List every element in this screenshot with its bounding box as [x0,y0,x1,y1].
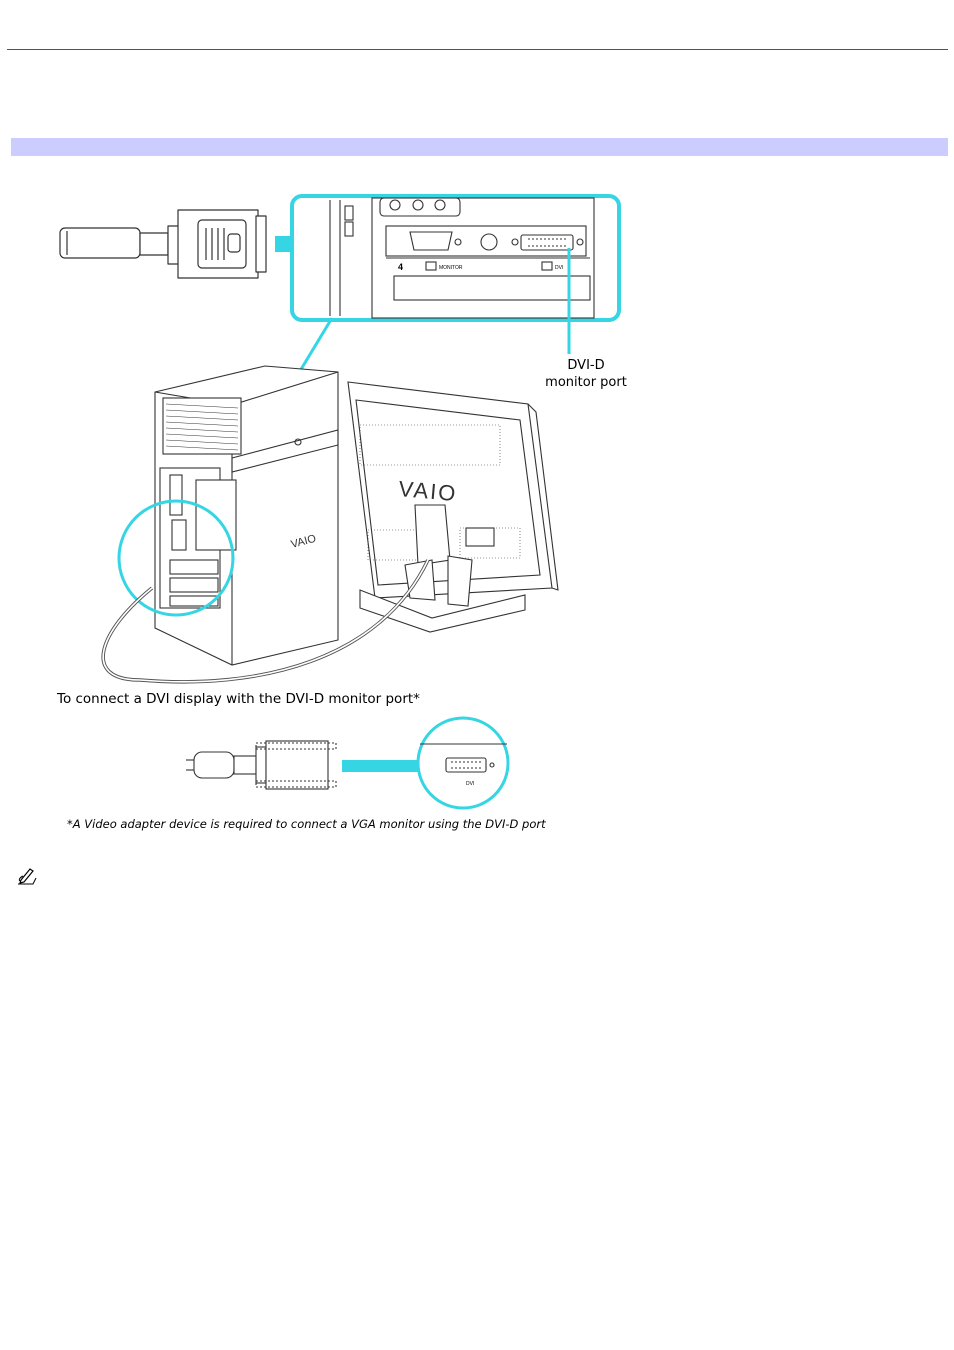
figure-footnote: *A Video adapter device is required to c… [67,816,546,833]
figure-caption: To connect a DVI display with the DVI-D … [57,691,420,708]
dvi-cable-plug [186,741,336,789]
dvi-port-label-line1: DVI-D [540,357,632,374]
pc-tower: VAIO [155,366,338,665]
dvi-port-inset: DVI [418,718,508,808]
panel-port-number: 4 [398,262,403,272]
dvi-port-label: DVI-D monitor port [540,357,632,391]
lcd-monitor: VAIO [348,382,558,632]
dvi-port-label-line2: monitor port [540,374,632,391]
connection-illustration: 4 MONITOR DVI VAIO [0,0,954,860]
panel-dvi-label: DVI [555,265,563,271]
inset-dvi-label: DVI [466,781,474,787]
vga-cable-plug [60,210,266,278]
note-pencil-icon [15,866,39,886]
panel-monitor-label: MONITOR [439,265,463,271]
monitor-logo: VAIO [398,476,459,506]
